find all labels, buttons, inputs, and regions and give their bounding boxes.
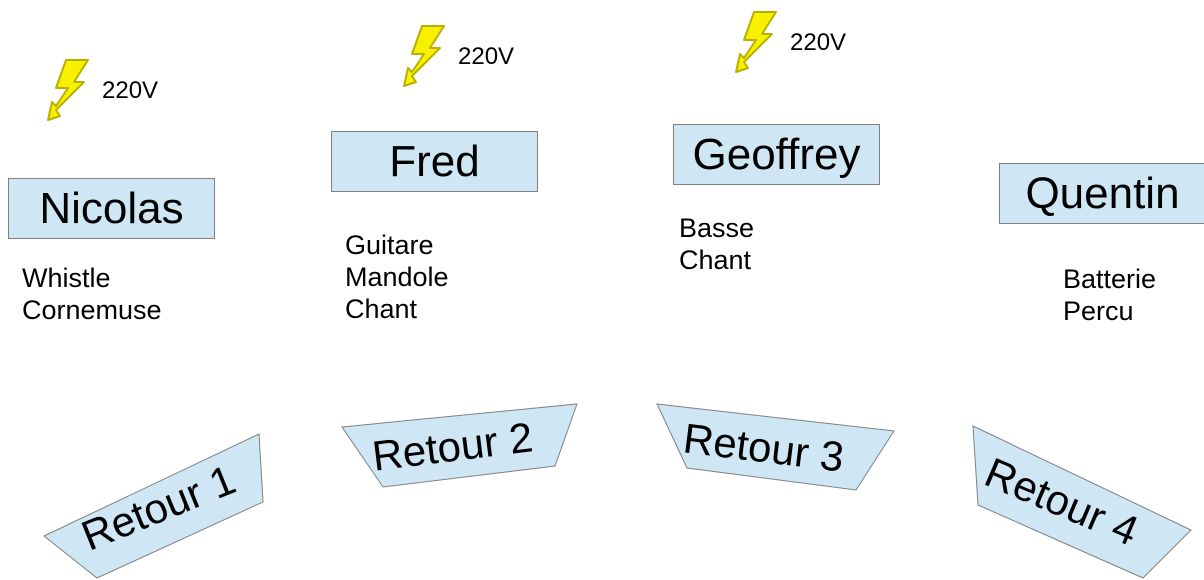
power-outlet-3: 220V: [732, 10, 846, 76]
instrument-item: Chant: [679, 245, 752, 275]
lightning-bolt-icon: [403, 25, 445, 87]
monitor-wedge-2: [341, 403, 578, 488]
instrument-item: Basse: [679, 213, 755, 243]
instrument-item: Chant: [345, 294, 418, 324]
musician-name-box: Fred: [331, 131, 538, 192]
power-outlet-1: 220V: [44, 58, 158, 124]
musician-name-box: Quentin: [999, 163, 1204, 224]
monitor-wedge-3: [656, 403, 895, 491]
instrument-list: Guitare Mandole Chant: [345, 229, 449, 325]
power-label: 220V: [790, 29, 847, 56]
instrument-list: Basse Chant: [679, 212, 754, 276]
instrument-item: Guitare: [345, 230, 434, 260]
monitor-wedge-4: [972, 425, 1192, 579]
instrument-item: Batterie: [1063, 264, 1157, 294]
instrument-item: Mandole: [345, 262, 449, 292]
musician-name-box: Geoffrey: [673, 124, 880, 185]
instrument-item: Percu: [1063, 296, 1134, 326]
power-label: 220V: [102, 77, 159, 104]
musician-name-box: Nicolas: [8, 178, 215, 239]
instrument-item: Cornemuse: [22, 295, 162, 325]
monitor-wedge-1: [43, 433, 264, 579]
instrument-list: Whistle Cornemuse: [22, 262, 162, 326]
lightning-bolt-icon: [735, 11, 777, 73]
instrument-item: Whistle: [22, 263, 111, 293]
lightning-bolt-icon: [47, 59, 89, 121]
power-outlet-2: 220V: [400, 24, 514, 90]
power-label: 220V: [458, 43, 515, 70]
instrument-list: Batterie Percu: [1063, 263, 1156, 327]
